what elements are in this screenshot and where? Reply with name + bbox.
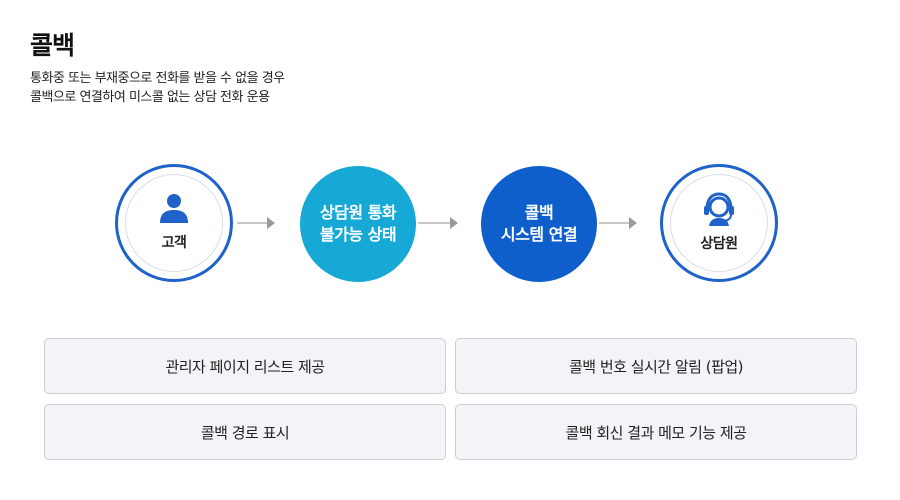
- feature-callback-route: 콜백 경로 표시: [44, 404, 446, 460]
- description-line-2: 콜백으로 연결하여 미스콜 없는 상담 전화 운용: [30, 90, 270, 105]
- flow-arrow: [599, 217, 637, 229]
- feature-realtime-popup: 콜백 번호 실시간 알림 (팝업): [455, 338, 857, 394]
- flow-node-agent: 상담원: [660, 164, 778, 282]
- description: 통화중 또는 부재중으로 전화를 받을 수 없을 경우 콜백으로 연결하여 미스…: [30, 69, 285, 107]
- flow-node-callback-system: 콜백 시스템 연결: [481, 166, 597, 282]
- person-icon: [160, 194, 188, 223]
- feature-result-memo: 콜백 회신 결과 메모 기능 제공: [455, 404, 857, 460]
- flow-node-customer: 고객: [115, 164, 233, 282]
- flow-arrow: [418, 217, 458, 229]
- feature-admin-list: 관리자 페이지 리스트 제공: [44, 338, 446, 394]
- flow-node-label: 상담원 통화 불가능 상태: [319, 203, 397, 244]
- page-title: 콜백: [30, 31, 75, 60]
- flow-arrow: [237, 217, 275, 229]
- flow-node-label: 고객: [161, 235, 187, 251]
- flow-node-agent-unavailable: 상담원 통화 불가능 상태: [300, 166, 416, 282]
- flow-node-label: 콜백 시스템 연결: [500, 203, 578, 244]
- flow-node-label: 상담원: [700, 236, 738, 252]
- description-line-1: 통화중 또는 부재중으로 전화를 받을 수 없을 경우: [30, 71, 285, 86]
- headset-agent-icon: [704, 192, 734, 226]
